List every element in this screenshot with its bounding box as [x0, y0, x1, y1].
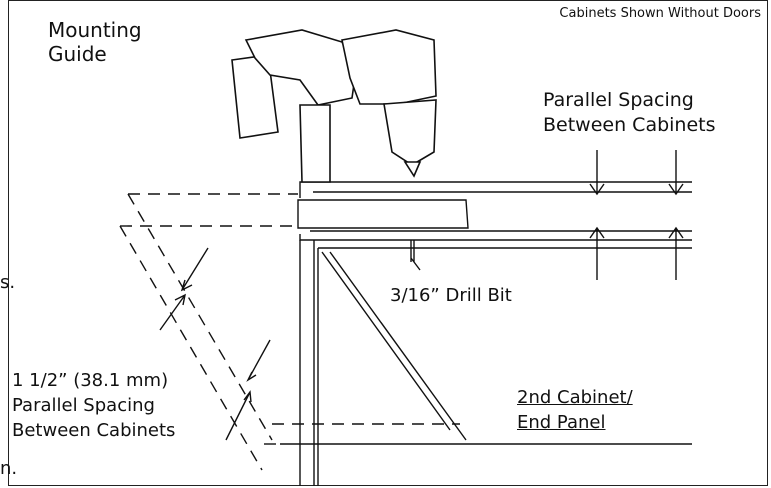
drill-post [299, 104, 331, 183]
lower-cabinet-top [299, 230, 692, 249]
cut-text-1: s. [0, 272, 16, 293]
second-cab-line-2: End Panel [517, 412, 606, 433]
dash-diag-2 [119, 225, 263, 471]
arrow-up-2 [668, 226, 684, 280]
drill-grip [244, 29, 357, 106]
parallel-top-line-2: Between Cabinets [543, 114, 716, 136]
drill-tip [403, 161, 422, 178]
parallel-spacing-label-left: 1 1/2” (38.1 mm) Parallel Spacing Betwee… [12, 368, 175, 443]
spacing-arrow-2 [159, 293, 186, 331]
arrow-down-2 [668, 150, 684, 196]
top-note: Cabinets Shown Without Doors [559, 6, 761, 21]
spacing-left-line-3: Between Cabinets [12, 420, 176, 441]
upper-cabinet-block [297, 199, 469, 229]
title-line-2: Guide [48, 42, 107, 66]
diagonal-brace [321, 251, 467, 441]
drill-bit-label: 3/16” Drill Bit [390, 285, 512, 306]
spacing-left-line-1: 1 1/2” (38.1 mm) [12, 370, 169, 391]
spacing-left-line-2: Parallel Spacing [12, 395, 155, 416]
spacing-arrow-3 [246, 339, 271, 382]
second-cabinet-label: 2nd Cabinet/ End Panel [517, 385, 633, 435]
cut-text-2: n. [0, 458, 18, 479]
spacing-arrow-4 [225, 390, 252, 441]
dash-diag-1 [127, 193, 273, 441]
parallel-spacing-label-top: Parallel Spacing Between Cabinets [543, 88, 716, 138]
upper-cabinet-top [299, 181, 692, 198]
title: Mounting Guide [48, 18, 142, 66]
drill-body [341, 29, 437, 105]
arrow-up-1 [589, 226, 605, 280]
post-left [299, 240, 315, 486]
second-cab-line-1: 2nd Cabinet/ [517, 387, 633, 408]
spacing-arrow-1 [180, 247, 209, 292]
drill-bit [410, 240, 421, 271]
title-line-1: Mounting [48, 18, 142, 42]
drill-chuck [383, 99, 437, 166]
parallel-top-line-1: Parallel Spacing [543, 89, 694, 111]
arrow-down-1 [589, 150, 605, 196]
